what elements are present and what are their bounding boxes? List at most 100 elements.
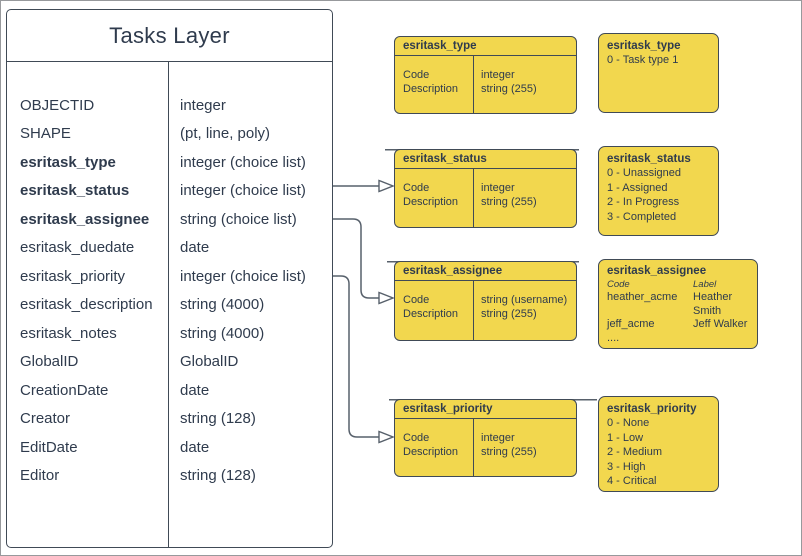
assignee-label: Jeff Walker (693, 318, 748, 331)
entity-title: esritask_type (395, 37, 576, 56)
field-type: string (128) (180, 410, 256, 428)
assignee-label: Heather Smith (693, 290, 733, 317)
code-label: Code (403, 294, 430, 306)
code-label: Code (403, 432, 430, 444)
description-label: Description (403, 445, 459, 458)
field-name: EditDate (20, 438, 78, 456)
field-name: SHAPE (20, 125, 71, 143)
domain-value: 4 - Critical (607, 475, 657, 488)
field-row-globalid: GlobalID GlobalID (7, 348, 332, 377)
field-name: esritask_description (20, 296, 153, 314)
entity-esritask-priority: esritask_priority Code Description integ… (394, 399, 577, 477)
field-row-esritask-duedate: esritask_duedate date (7, 234, 332, 263)
assignee-ellipsis: .... (607, 332, 620, 345)
description-type: string (255) (481, 195, 537, 208)
domain-value: 2 - In Progress (607, 196, 680, 209)
field-name: esritask_priority (20, 267, 126, 285)
domain-esritask-status: esritask_status 0 - Unassigned 1 - Assig… (598, 146, 719, 236)
field-row-shape: SHAPE (pt, line, poly) (7, 120, 332, 149)
field-type: string (4000) (180, 296, 265, 314)
domain-value: 1 - Low (607, 431, 644, 444)
entity-title: esritask_priority (395, 400, 576, 419)
field-row-objectid: OBJECTID integer (7, 91, 332, 120)
description-type: string (255) (481, 445, 537, 458)
description-type: string (255) (481, 307, 537, 320)
field-type: GlobalID (180, 353, 239, 371)
field-row-esritask-priority: esritask_priority integer (choice list) (7, 262, 332, 291)
field-name: OBJECTID (20, 96, 95, 114)
field-row-esritask-assignee: esritask_assignee string (choice list) (7, 205, 332, 234)
field-row-creationdate: CreationDate date (7, 376, 332, 405)
field-type: date (180, 239, 210, 257)
field-row-esritask-type: esritask_type integer (choice list) (7, 148, 332, 177)
field-type: string (4000) (180, 324, 265, 342)
field-type: string (choice list) (180, 210, 297, 228)
domain-title: esritask_assignee (607, 265, 707, 277)
assignee-code: jeff_acme (607, 318, 655, 331)
code-type: integer (481, 69, 515, 81)
code-type: string (username) (481, 294, 568, 306)
domain-value: 0 - Task type 1 (607, 54, 679, 67)
field-type: integer (choice list) (180, 267, 306, 285)
tasks-layer-title: Tasks Layer (7, 10, 332, 62)
field-type: integer (choice list) (180, 153, 306, 171)
domain-title: esritask_priority (607, 403, 697, 415)
entity-esritask-status: esritask_status Code Description integer… (394, 149, 577, 228)
entity-title: esritask_status (395, 150, 576, 169)
code-column-header: Code (607, 278, 630, 290)
domain-esritask-assignee: esritask_assignee Code Label heather_acm… (598, 259, 758, 349)
code-type: integer (481, 432, 515, 444)
entity-title: esritask_assignee (395, 262, 576, 281)
domain-value: 3 - Completed (607, 210, 677, 223)
code-label: Code (403, 182, 430, 194)
field-row-creator: Creator string (128) (7, 405, 332, 434)
description-label: Description (403, 307, 459, 320)
entity-esritask-type: esritask_type Code Description integer s… (394, 36, 577, 114)
arrowhead-assignee (378, 291, 395, 305)
field-name: GlobalID (20, 353, 79, 371)
field-type: date (180, 438, 210, 456)
tasks-layer-field-list: OBJECTID integer SHAPE (pt, line, poly) … (7, 62, 332, 490)
domain-esritask-type: esritask_type 0 - Task type 1 (598, 33, 719, 113)
field-name: esritask_notes (20, 324, 117, 342)
domain-value: 0 - Unassigned (607, 167, 681, 180)
field-name: esritask_duedate (20, 239, 135, 257)
code-label: Code (403, 69, 430, 81)
description-label: Description (403, 82, 459, 95)
arrowhead-priority (378, 430, 395, 444)
field-name: esritask_assignee (20, 210, 150, 228)
field-row-editor: Editor string (128) (7, 462, 332, 491)
domain-esritask-priority: esritask_priority 0 - None 1 - Low 2 - M… (598, 396, 719, 492)
field-name: esritask_status (20, 182, 130, 200)
field-type: string (128) (180, 467, 256, 485)
connector-assignee (333, 218, 379, 299)
field-name: Creator (20, 410, 71, 428)
field-name: Editor (20, 467, 60, 485)
tasks-layer-column-divider (168, 62, 170, 547)
domain-title: esritask_status (607, 153, 691, 165)
description-label: Description (403, 195, 459, 208)
description-type: string (255) (481, 82, 537, 95)
connector-priority (333, 275, 379, 438)
assignee-code: heather_acme (607, 290, 678, 303)
field-name: CreationDate (20, 381, 109, 399)
field-row-esritask-description: esritask_description string (4000) (7, 291, 332, 320)
field-type: integer (180, 96, 226, 114)
domain-value: 0 - None (607, 417, 650, 430)
arrowhead-status (378, 179, 395, 193)
domain-title: esritask_type (607, 40, 681, 52)
field-type: date (180, 381, 210, 399)
field-name: esritask_type (20, 153, 116, 171)
field-row-editdate: EditDate date (7, 433, 332, 462)
field-type: integer (choice list) (180, 182, 306, 200)
label-column-header: Label (693, 278, 717, 290)
field-row-esritask-notes: esritask_notes string (4000) (7, 319, 332, 348)
field-row-esritask-status: esritask_status integer (choice list) (7, 177, 332, 206)
domain-value: 3 - High (607, 460, 646, 473)
field-type: (pt, line, poly) (180, 125, 271, 143)
entity-esritask-assignee: esritask_assignee Code Description strin… (394, 261, 577, 341)
code-type: integer (481, 182, 515, 194)
domain-value: 2 - Medium (607, 446, 663, 459)
domain-value: 1 - Assigned (607, 181, 668, 194)
